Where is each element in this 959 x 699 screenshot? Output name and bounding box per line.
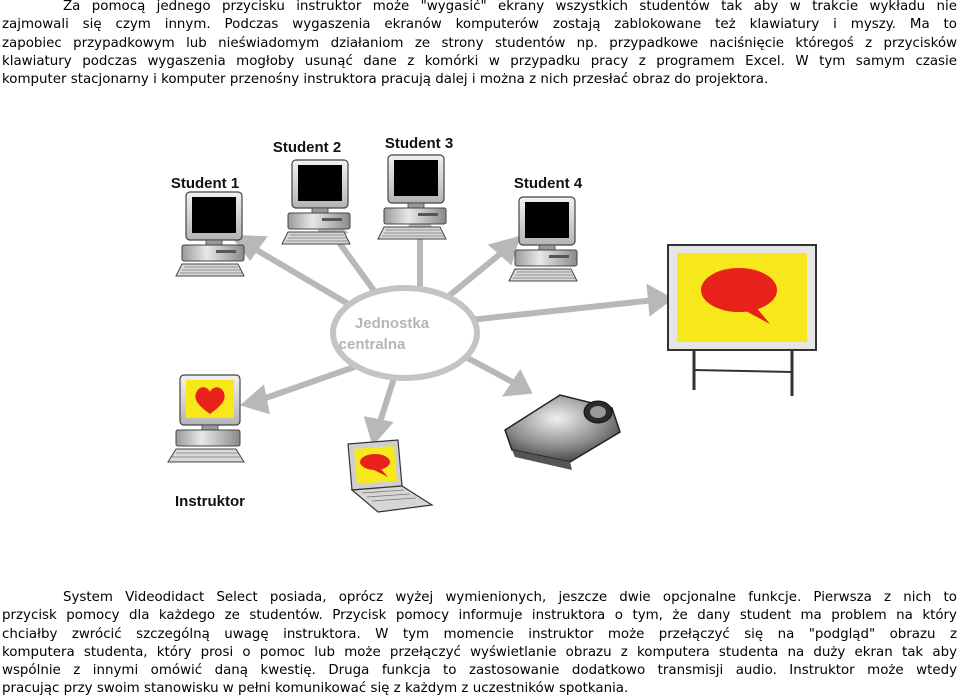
projection-screen: [667, 244, 817, 396]
student-4-label: Student 4: [514, 175, 583, 192]
text-line: przycisk pomocy dla każdego ze studentów…: [2, 608, 957, 624]
central-unit-label-2: centralna: [339, 336, 406, 353]
text-line: chciałby zwrócić szczególną uwagę instru…: [2, 626, 957, 642]
text-line: zapobiec przypadkowym lub nieświadomym d…: [2, 35, 957, 51]
intro-paragraph: Za pomocą jednego przycisku instruktor m…: [2, 0, 957, 89]
instructor-label: Instruktor: [175, 493, 245, 510]
text-line: komputer stacjonarny i komputer przenośn…: [2, 72, 769, 88]
instructor-desktop: Instruktor: [167, 374, 245, 510]
text-line: zajmowali się czym innym. Podczas wygasz…: [2, 17, 957, 33]
text-line: Za pomocą jednego przycisku instruktor m…: [63, 0, 957, 14]
student-2-computer: Student 2: [273, 139, 351, 245]
text-line: wspólnie z innymi omówić daną kwestię. D…: [2, 663, 957, 679]
text-line: klawiatury podczas wygaszenia mogłoby us…: [2, 53, 957, 69]
student-3-label: Student 3: [385, 135, 453, 152]
student-2-label: Student 2: [273, 139, 341, 156]
functions-paragraph: System Videodidact Select posiada, opróc…: [2, 589, 957, 699]
central-unit-label-1: Jednostka: [355, 315, 430, 332]
speech-bubble-icon: [701, 268, 777, 312]
central-unit-circle: [330, 285, 480, 381]
projector-icon: [504, 394, 621, 470]
network-diagram: Jednostka centralna Student 1 Student 2 …: [167, 135, 817, 513]
text-line: System Videodidact Select posiada, opróc…: [63, 590, 957, 605]
student-1-label: Student 1: [171, 175, 239, 192]
text-line: pracując przy swoim stanowisku w pełni k…: [2, 681, 629, 697]
student-1-computer: Student 1: [171, 175, 245, 277]
student-4-computer: Student 4: [508, 175, 583, 282]
text-line: komputera studenta, który prosi o pomoc …: [2, 644, 957, 660]
instructor-laptop: [347, 439, 434, 513]
student-3-computer: Student 3: [377, 135, 453, 240]
heart-icon: [195, 387, 225, 414]
